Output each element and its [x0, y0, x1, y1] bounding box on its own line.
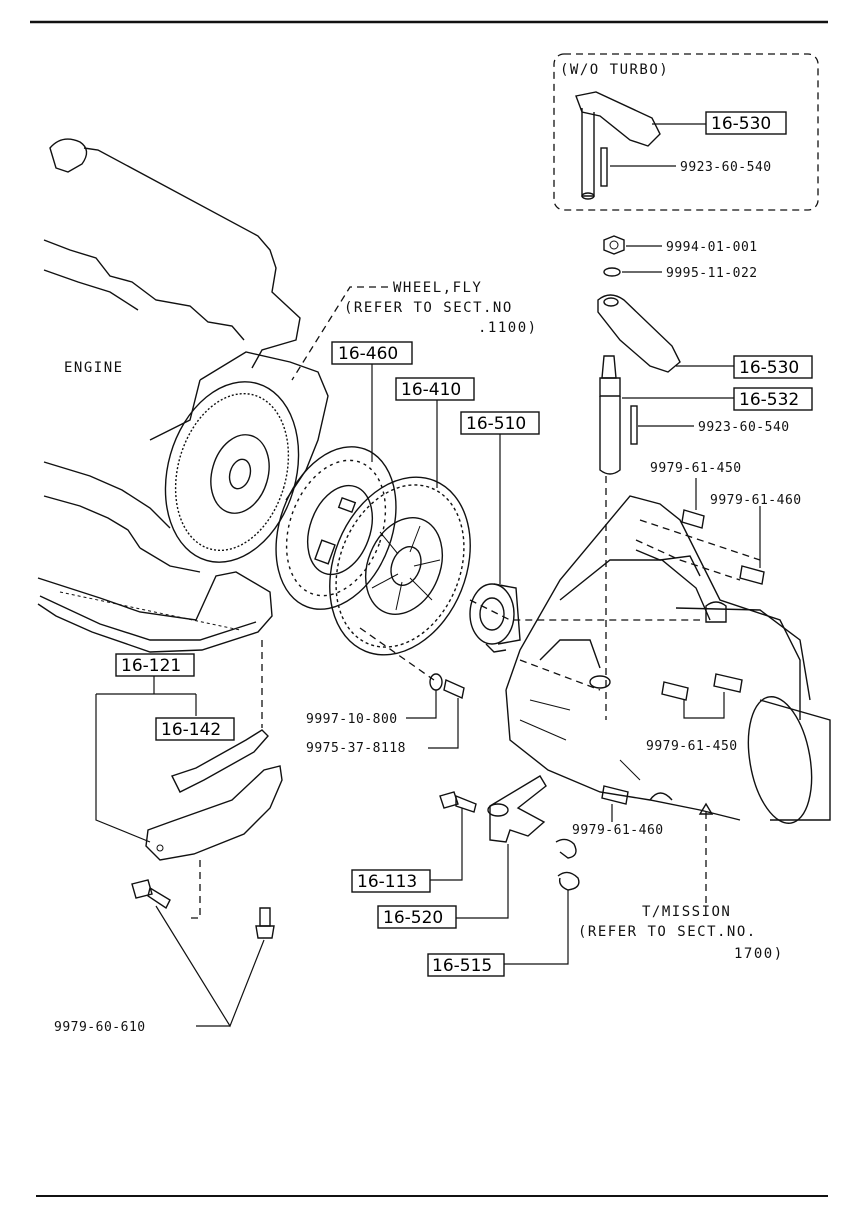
bearing-centerline [519, 659, 601, 691]
release-shaft [599, 355, 621, 475]
wheel-fly-sect: .1100) [478, 320, 538, 336]
wheel-fly-label: WHEEL,FLY [393, 280, 482, 296]
pn-9923: 9923-60-540 [698, 420, 790, 435]
part-16-530-top: 16-530 [711, 114, 771, 134]
part-16-113: 16-113 [357, 872, 417, 892]
nut-9994 [603, 235, 625, 255]
pivot-bolt-16-113 [439, 791, 477, 813]
box-16-520 [377, 905, 457, 929]
box-16-532 [733, 387, 813, 411]
bolt-9979-450-a [681, 509, 705, 529]
tmission-label: T/MISSION [642, 904, 731, 920]
bolt-alignment-b [635, 539, 741, 581]
part-16-142: 16-142 [161, 720, 221, 740]
pn-9994: 9994-01-001 [666, 240, 758, 255]
washer-9995 [603, 267, 621, 277]
box-16-530-top [705, 111, 787, 135]
tmission-refer: (REFER TO SECT.NO. [578, 924, 757, 940]
washer-9997 [429, 673, 443, 691]
part-16-460: 16-460 [338, 344, 398, 364]
clip-16-515 [555, 838, 580, 891]
tmission-sect: 1700) [734, 946, 784, 962]
case-dash [469, 599, 700, 621]
pn-9979-450-a: 9979-61-450 [650, 461, 742, 476]
pn-9995: 9995-11-022 [666, 266, 758, 281]
release-lever [597, 294, 681, 373]
bolt-9979-460-b [601, 785, 629, 805]
release-bearing [469, 583, 521, 653]
pn-9997: 9997-10-800 [306, 712, 398, 727]
engine-label: ENGINE [64, 360, 124, 376]
part-16-520: 16-520 [383, 908, 443, 928]
wheel-fly-refer: (REFER TO SECT.NO [344, 300, 513, 316]
clutch-disc [275, 446, 397, 610]
bolt-9979-460-a [739, 565, 765, 585]
wo-turbo-label: (W/O TURBO) [560, 62, 669, 78]
wheel-fly-leader [291, 286, 388, 381]
transmission-case [505, 495, 831, 824]
bolt-9979-450-b2 [713, 673, 743, 693]
part-16-410: 16-410 [401, 380, 461, 400]
bolt-alignment-a [639, 519, 761, 561]
part-16-510: 16-510 [466, 414, 526, 434]
pin-9923 [630, 405, 638, 445]
part-16-532: 16-532 [739, 390, 799, 410]
bolt-9979-450-b1 [661, 681, 689, 701]
box-16-142 [155, 717, 235, 741]
pn-9975: 9975-37-8118 [306, 741, 406, 756]
pn-9979-610: 9979-60-610 [54, 1020, 146, 1035]
release-fork [487, 775, 547, 843]
wo-turbo-fork [575, 91, 661, 200]
pn-9979-460-b: 9979-61-460 [572, 823, 664, 838]
pn-9979-460-a: 9979-61-460 [710, 493, 802, 508]
box-16-410 [395, 377, 475, 401]
part-16-515: 16-515 [432, 956, 492, 976]
pressure-plate [329, 476, 471, 656]
bolt-9979-610-b [255, 907, 275, 939]
wo-turbo-frame [553, 53, 819, 211]
engine-block [37, 138, 329, 653]
part-16-121: 16-121 [121, 656, 181, 676]
part-16-530: 16-530 [739, 358, 799, 378]
bolt-9979-610-a [131, 879, 171, 910]
box-16-530 [733, 355, 813, 379]
bolt-9975 [443, 679, 465, 699]
pn-9923-top: 9923-60-540 [680, 160, 772, 175]
box-16-460 [331, 341, 413, 365]
box-16-515 [427, 953, 505, 977]
bolt-centerline [359, 627, 435, 681]
dust-cover-16-121 [145, 765, 283, 861]
dust-cover-16-142 [171, 729, 269, 793]
pn-9979-450-b: 9979-61-450 [646, 739, 738, 754]
box-16-121 [115, 653, 195, 677]
box-16-510 [460, 411, 540, 435]
cover-dash-b [186, 860, 201, 919]
box-16-113 [351, 869, 431, 893]
